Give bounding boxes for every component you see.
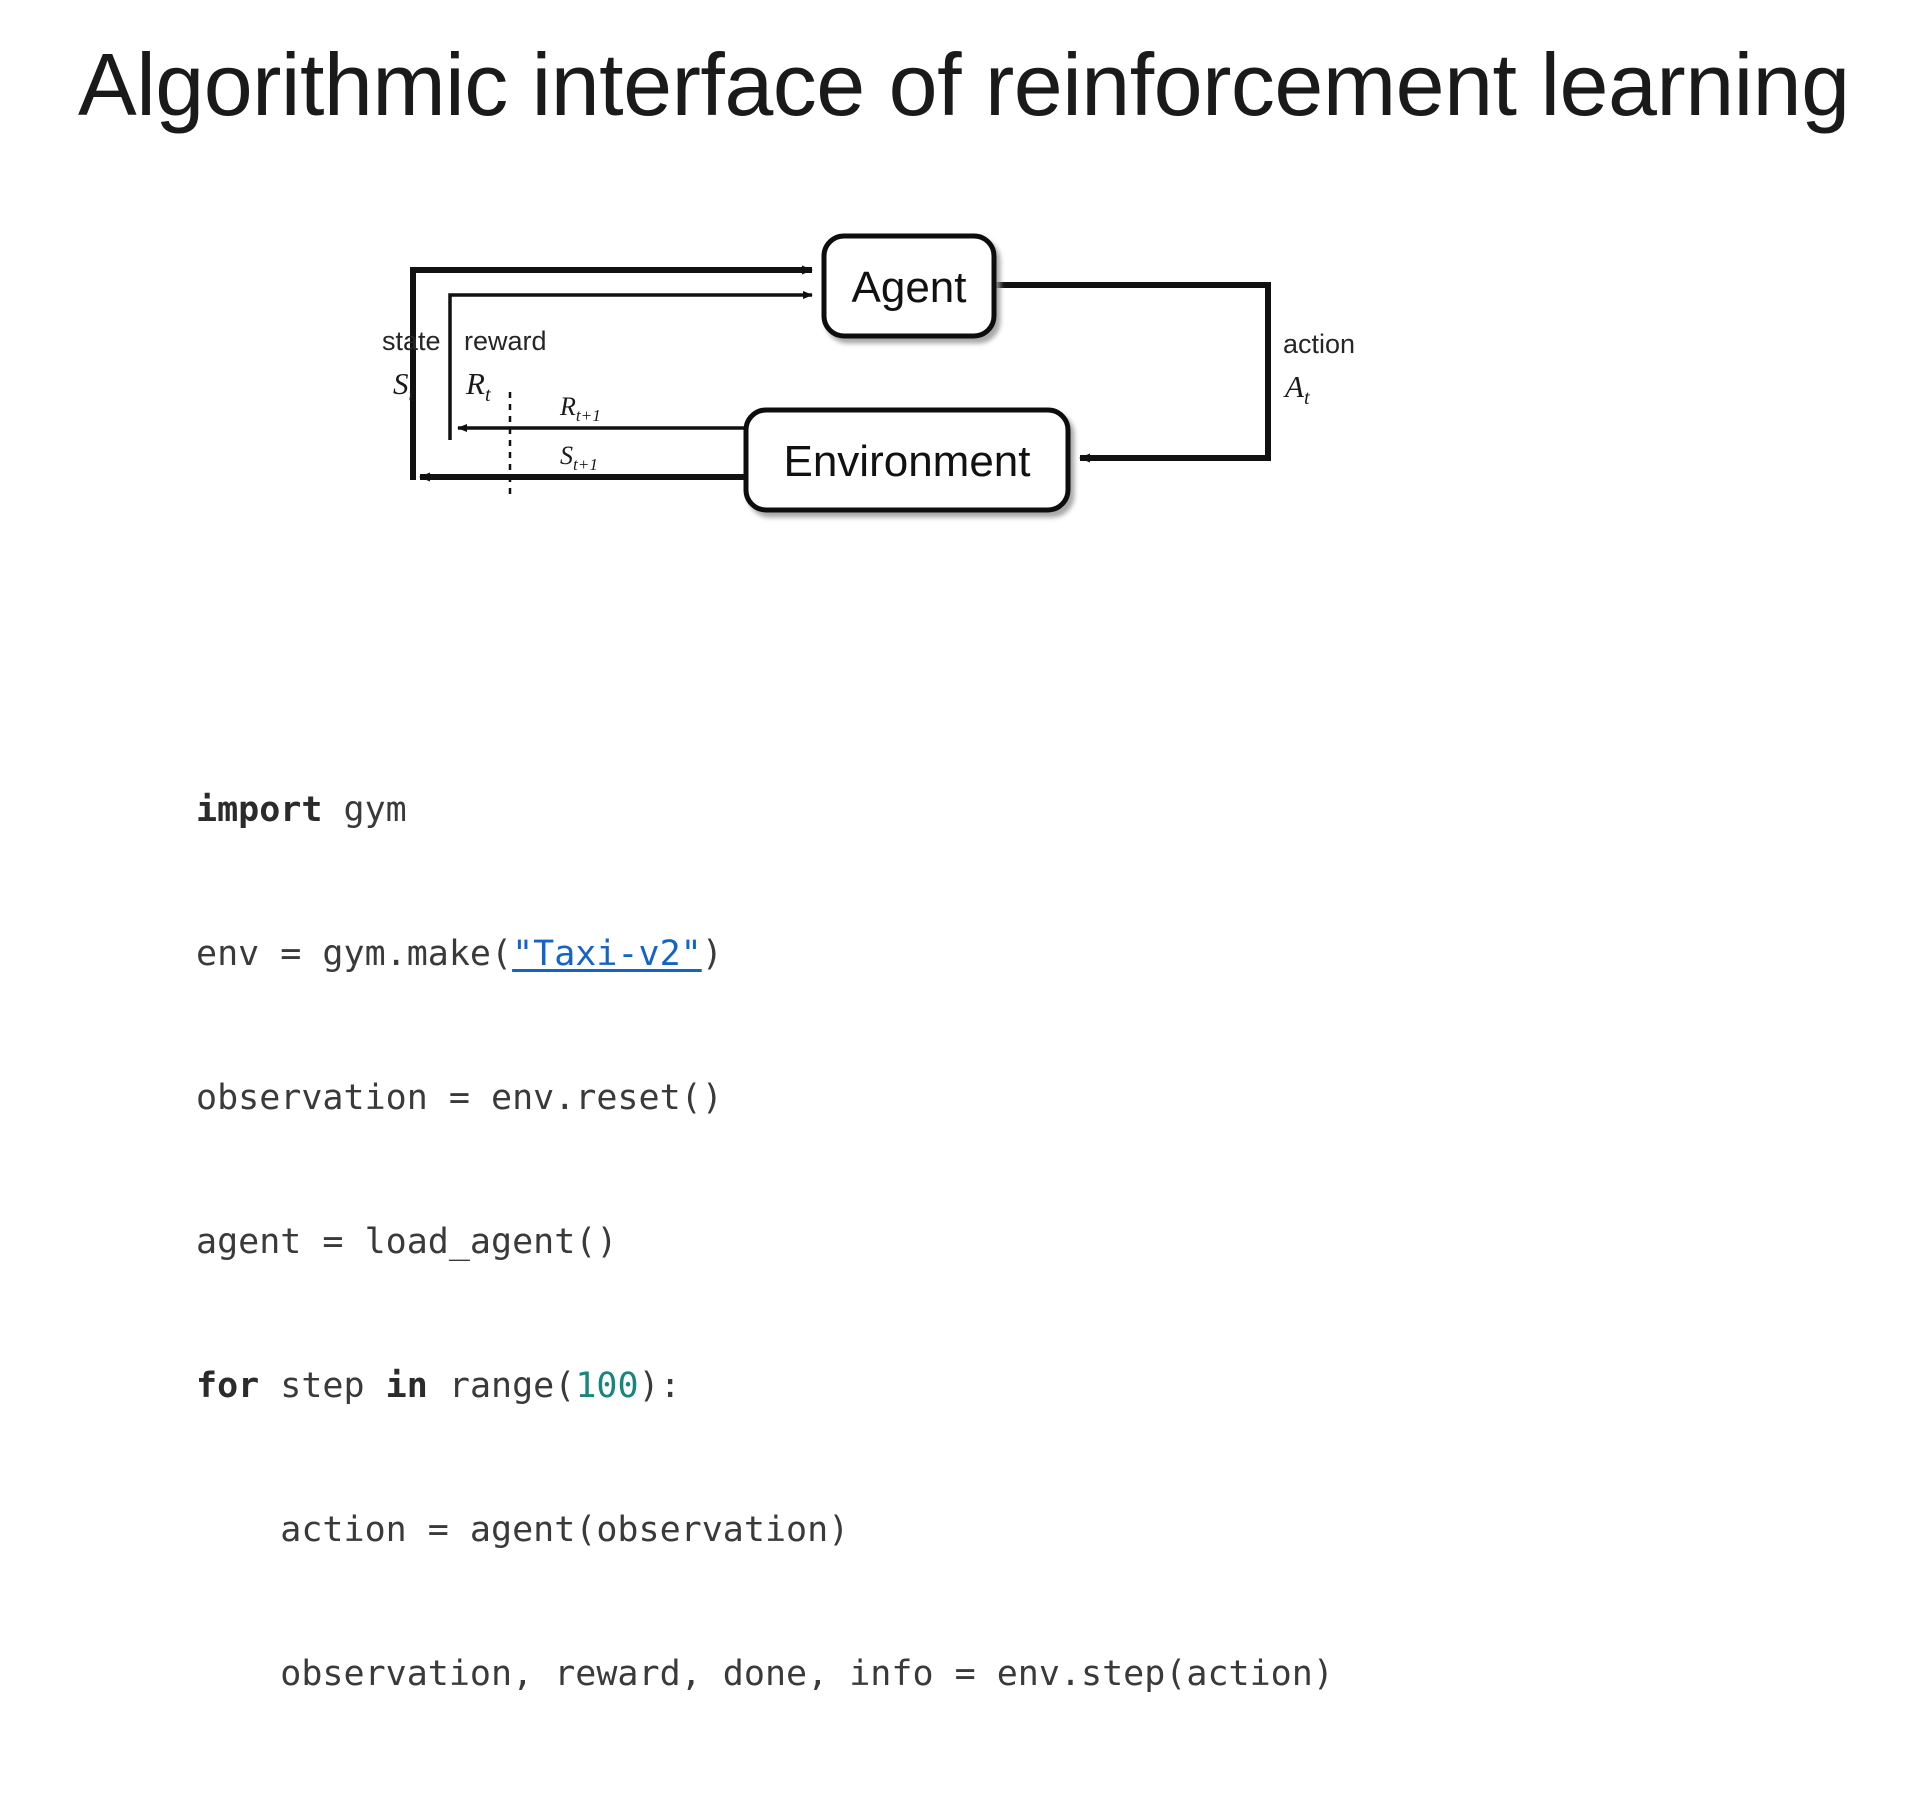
page-title: Algorithmic interface of reinforcement l… bbox=[78, 35, 1850, 134]
state-arrow-path bbox=[410, 265, 813, 480]
environment-box-label: Environment bbox=[783, 437, 1030, 486]
reward-label-word: reward bbox=[464, 326, 547, 356]
next-reward-label: Rt+1 bbox=[559, 392, 601, 425]
code-keyword: for bbox=[196, 1366, 260, 1406]
slide-canvas: Algorithmic interface of reinforcement l… bbox=[78, 35, 1851, 1694]
state-label-word: state bbox=[382, 326, 441, 356]
code-line-6: action = agent(observation) bbox=[196, 1510, 850, 1550]
state-label-symbol: St bbox=[393, 366, 416, 406]
reward-arrow-path bbox=[448, 291, 813, 440]
next-state-label: St+1 bbox=[560, 441, 598, 474]
reward-label-symbol: Rt bbox=[465, 366, 492, 406]
code-line-4: agent = load_agent() bbox=[196, 1222, 618, 1262]
code-keyword: in bbox=[385, 1366, 428, 1406]
code-line-2: env = gym.make("Taxi-v2") bbox=[196, 934, 723, 974]
action-label-word: action bbox=[1283, 329, 1355, 359]
action-arrow-path bbox=[992, 282, 1271, 463]
python-code-block: import gym env = gym.make("Taxi-v2") obs… bbox=[196, 690, 1334, 1794]
code-keyword: import bbox=[196, 790, 323, 830]
rl-loop-svg: Agent Environment state St reward Rt act… bbox=[382, 233, 1355, 513]
code-line-7: observation, reward, done, info = env.st… bbox=[196, 1654, 1334, 1694]
code-line-3: observation = env.reset() bbox=[196, 1078, 723, 1118]
code-line-5: for step in range(100): bbox=[196, 1366, 681, 1406]
code-hyperlink-taxi-v2[interactable]: "Taxi-v2" bbox=[512, 934, 702, 974]
agent-box: Agent bbox=[821, 233, 997, 339]
rl-loop-diagram: Agent Environment state St reward Rt act… bbox=[380, 210, 1500, 540]
action-label-symbol: At bbox=[1283, 369, 1311, 409]
environment-box: Environment bbox=[743, 407, 1071, 513]
code-line-1: import gym bbox=[196, 790, 407, 830]
code-number: 100 bbox=[575, 1366, 639, 1406]
agent-box-label: Agent bbox=[852, 263, 967, 312]
